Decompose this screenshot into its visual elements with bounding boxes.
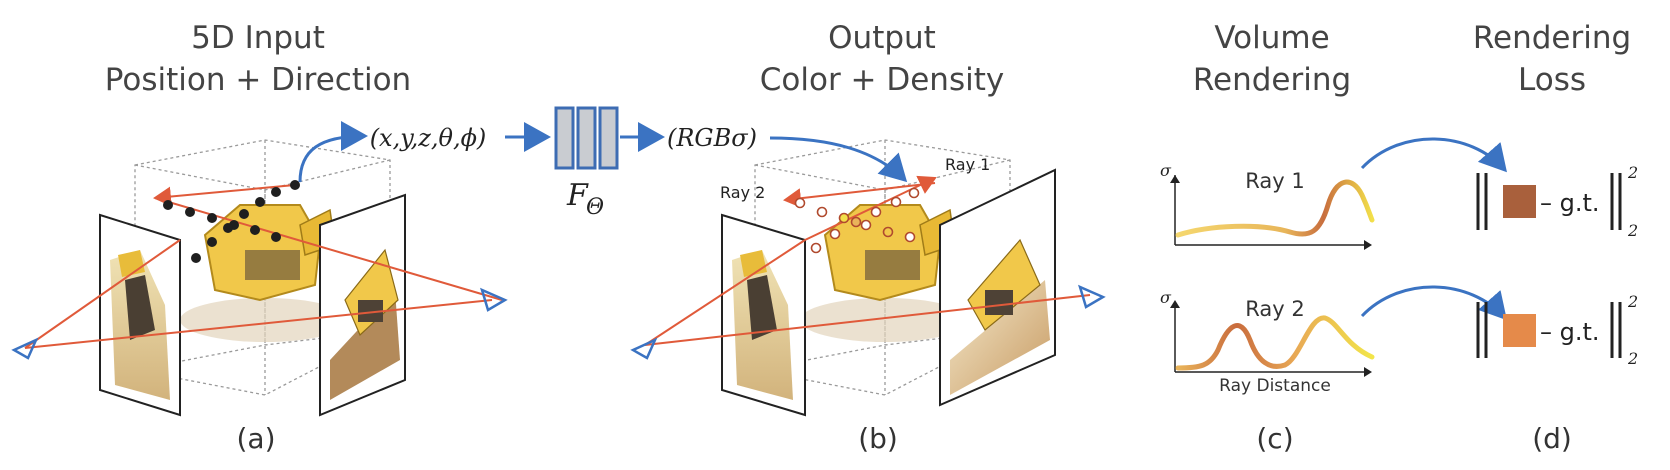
output-view-image-left — [721, 213, 806, 417]
panel-d-title: Rendering Loss — [1473, 20, 1631, 98]
plot1-y-label: σ — [1160, 161, 1172, 180]
network-block — [554, 106, 619, 170]
sample-points-a — [163, 180, 300, 263]
output-rgb-sigma-label: (RGBσ) — [667, 124, 757, 152]
input-5d-label: (x,y,z,θ,ϕ) — [370, 124, 487, 152]
ray-b-left-endpoint-icon — [630, 337, 658, 360]
density-plot-ray-2: σ Ray 2 Ray Distance — [1160, 288, 1375, 396]
ray-2-line — [783, 182, 936, 209]
rendered-pixel-1 — [1503, 185, 1536, 218]
loss-1-gt-text: – g.t. — [1540, 189, 1600, 217]
panel-c-title-line1: Volume — [1214, 20, 1329, 56]
rendered-pixel-2 — [1503, 314, 1536, 347]
loss-1-exponent: 2 — [1627, 163, 1638, 182]
plot2-x-label: Ray Distance — [1219, 376, 1331, 396]
panel-a-title-line1: 5D Input — [191, 20, 325, 56]
network-label-sub: Θ — [586, 195, 604, 220]
loss-2-subscript: 2 — [1627, 349, 1638, 368]
network-label-main: F — [566, 178, 589, 213]
plot2-y-label: σ — [1160, 288, 1172, 307]
ray-a-left-endpoint-icon — [11, 337, 39, 360]
caption-a: (a) — [236, 422, 275, 455]
loss-1-subscript: 2 — [1627, 221, 1638, 240]
sample-points-b — [794, 187, 920, 254]
input-view-image-left — [99, 213, 181, 417]
panel-b-scene: Ray 1 Ray 2 — [630, 136, 1106, 417]
panel-a-scene — [11, 121, 508, 417]
loss-term-ray-1: – g.t. 2 2 — [1476, 163, 1638, 240]
ray-b-main — [644, 294, 1091, 346]
panel-d-title-line1: Rendering — [1473, 20, 1631, 56]
panel-b-title-line1: Output — [828, 20, 936, 56]
caption-d: (d) — [1532, 422, 1572, 455]
input-view-image-right — [319, 193, 406, 417]
caption-c: (c) — [1256, 422, 1293, 455]
ray-2-label: Ray 2 — [720, 183, 765, 202]
ray-b-right-endpoint-icon — [1078, 284, 1106, 309]
panel-c-title: Volume Rendering — [1193, 20, 1351, 98]
panel-a-title: 5D Input Position + Direction — [105, 20, 411, 98]
plot2-title: Ray 2 — [1245, 297, 1304, 321]
panel-b-title-line2: Color + Density — [760, 62, 1004, 98]
ray-1-label: Ray 1 — [945, 155, 990, 174]
ray-a-main — [24, 299, 493, 349]
density-curve-ray-1 — [1175, 179, 1375, 238]
ray-a-right-endpoint-icon — [480, 287, 508, 312]
panel-a-title-line2: Position + Direction — [105, 62, 411, 98]
loss-term-ray-2: – g.t. 2 2 — [1476, 292, 1638, 368]
loss-2-exponent: 2 — [1627, 292, 1638, 311]
ray-b-left-segment — [644, 239, 806, 346]
ray-a-top-segment — [153, 184, 296, 207]
panel-d-title-line2: Loss — [1518, 62, 1586, 98]
arrow-ray1-to-pixel — [1360, 137, 1507, 173]
plot1-title: Ray 1 — [1245, 169, 1304, 193]
density-curve-ray-2 — [1175, 315, 1375, 371]
network-label: F Θ — [566, 178, 604, 220]
output-view-image-right — [939, 168, 1056, 407]
arrow-ray2-to-pixel — [1360, 285, 1507, 321]
arrow-output-to-scene — [769, 136, 908, 183]
loss-2-gt-text: – g.t. — [1540, 318, 1600, 346]
caption-b: (b) — [858, 422, 898, 455]
arrow-to-input-label — [298, 121, 368, 183]
panel-b-title: Output Color + Density — [760, 20, 1004, 98]
panel-c-title-line2: Rendering — [1193, 62, 1351, 98]
ray-a-left-segment — [24, 239, 181, 349]
density-plot-ray-1: σ Ray 1 — [1160, 161, 1375, 250]
